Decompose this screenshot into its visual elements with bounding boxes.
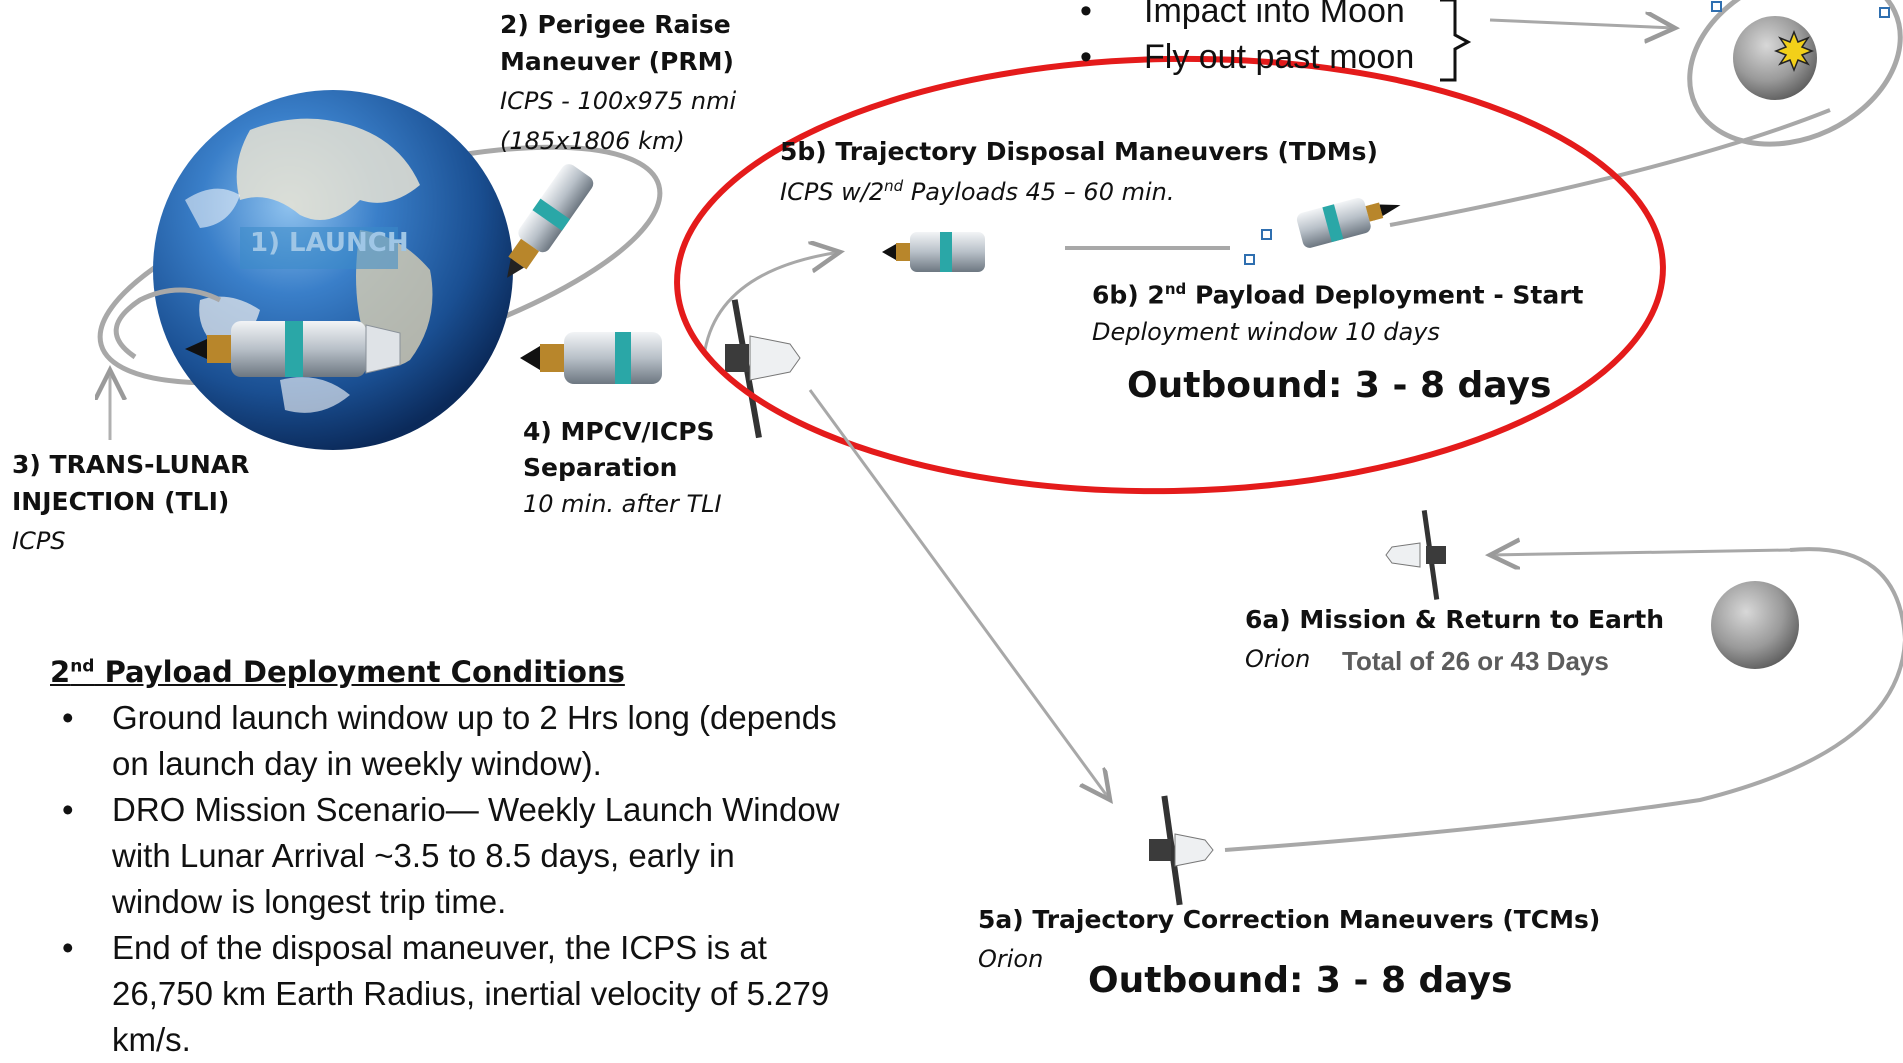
tli-title-line1: 3) TRANS-LUNAR — [12, 450, 250, 479]
deployment-outbound: Outbound: 3 - 8 days — [1127, 365, 1552, 406]
tcm-orion-icon — [1149, 795, 1214, 906]
tli-sub: ICPS — [12, 527, 66, 555]
tdm-spacecraft-icon — [882, 232, 985, 272]
prm-sub-line2: (185x1806 km) — [500, 127, 685, 155]
earth-icon — [153, 90, 513, 450]
return-arrow — [1490, 550, 1791, 555]
disposal-option: Impact into Moon — [1080, 0, 1414, 34]
launch-label: 1) LAUNCH — [250, 228, 409, 258]
tli-spacecraft-icon — [185, 321, 401, 377]
mission-total: Total of 26 or 43 Days — [1342, 646, 1609, 676]
separation-to-tdm-path — [703, 252, 840, 351]
condition-item: Ground launch window up to 2 Hrs long (d… — [62, 695, 850, 787]
mission-title: 6a) Mission & Return to Earth — [1245, 605, 1664, 634]
separation-orion-icon — [725, 299, 801, 439]
tdm-title: 5b) Trajectory Disposal Maneuvers (TDMs) — [780, 137, 1378, 166]
deployment-sub: Deployment window 10 days — [1092, 318, 1440, 346]
separation-sub: 10 min. after TLI — [523, 490, 722, 518]
disposal-options-arrow — [1489, 20, 1675, 28]
separation-icps-icon — [520, 332, 662, 384]
condition-item: DRO Mission Scenario— Weekly Launch Wind… — [62, 787, 850, 925]
prm-title-line2: Maneuver (PRM) — [500, 47, 734, 76]
mission-orion-icon — [1385, 510, 1446, 600]
deployment-spacecraft-icon — [1296, 198, 1401, 248]
prm-sub-line1: ICPS - 100x975 nmi — [500, 87, 737, 115]
tli-orbit-arc — [113, 287, 222, 360]
disposal-option: Fly out past moon — [1080, 34, 1414, 80]
moon-icon — [1711, 581, 1799, 669]
condition-item: End of the disposal maneuver, the ICPS i… — [62, 925, 850, 1063]
tcm-outbound: Outbound: 3 - 8 days — [1088, 960, 1513, 1001]
mission-sub: Orion — [1245, 645, 1311, 673]
deployment-to-moon-path — [1389, 108, 1831, 227]
payload-conditions: 2nd Payload Deployment Conditions Ground… — [50, 655, 850, 1063]
tcm-title: 5a) Trajectory Correction Maneuvers (TCM… — [978, 905, 1601, 934]
deployed-payload-icon — [1244, 229, 1272, 265]
separation-title-line1: 4) MPCV/ICPS — [523, 417, 715, 446]
moon-top-icon — [1687, 0, 1903, 147]
tcm-sub: Orion — [978, 945, 1044, 973]
deployment-title: 6b) 2nd Payload Deployment - Start — [1092, 280, 1584, 310]
lunar-return-loop — [1224, 547, 1903, 852]
launch-marker — [240, 227, 398, 269]
prm-spacecraft-icon — [507, 164, 594, 278]
tli-title-line2: INJECTION (TLI) — [12, 487, 230, 516]
prm-title-line1: 2) Perigee Raise — [500, 10, 731, 39]
separation-title-line2: Separation — [523, 453, 678, 482]
disposal-options-brace — [1440, 0, 1472, 82]
highlight-ellipse — [674, 55, 1666, 495]
separation-to-tcm-path — [808, 389, 1110, 800]
conditions-heading: 2nd Payload Deployment Conditions — [50, 655, 625, 689]
tdm-sub: ICPS w/2nd Payloads 45 – 60 min. — [780, 177, 1175, 206]
disposal-options-list: Impact into Moon Fly out past moon — [1080, 0, 1414, 80]
